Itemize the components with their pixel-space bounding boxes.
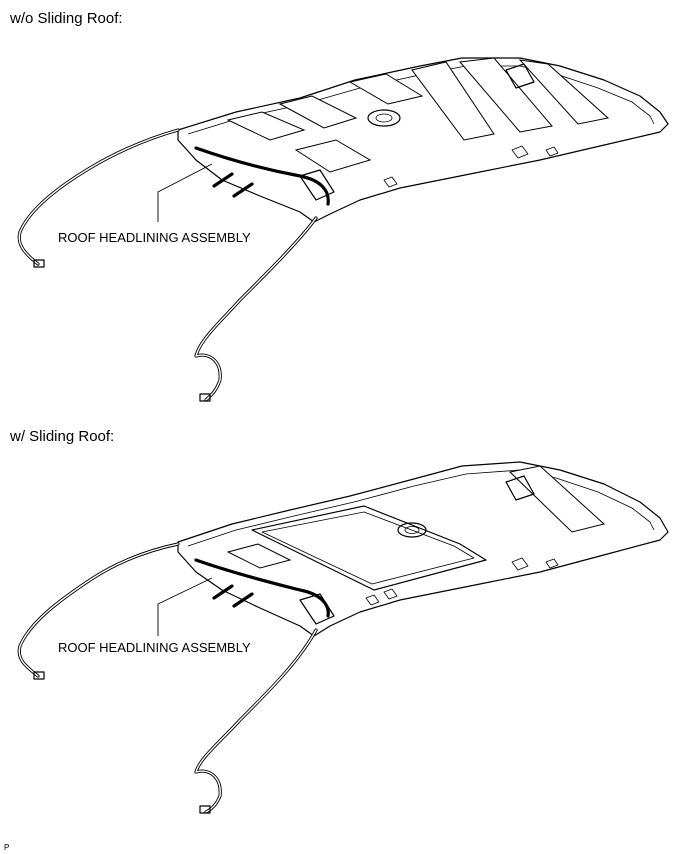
callout-leader bbox=[157, 577, 213, 636]
dome-light-lens bbox=[375, 113, 393, 123]
padding-panel bbox=[226, 543, 292, 569]
dome-light bbox=[397, 522, 427, 538]
callout-roof-headlining-assembly: ROOF HEADLINING ASSEMBLY bbox=[58, 640, 251, 655]
sliding-roof-opening bbox=[251, 505, 487, 591]
headlining-clip bbox=[383, 588, 398, 600]
sliding-roof-opening-inner bbox=[261, 511, 475, 585]
dome-light-lens bbox=[404, 526, 420, 534]
padding-panel bbox=[508, 465, 606, 533]
front-bracket bbox=[299, 593, 335, 625]
headlining-clip bbox=[511, 145, 529, 159]
padding-panel bbox=[459, 57, 553, 133]
headlining-clip bbox=[545, 558, 559, 569]
callout-roof-headlining-assembly: ROOF HEADLINING ASSEMBLY bbox=[58, 230, 251, 245]
connector bbox=[33, 259, 45, 268]
wire-harness bbox=[17, 542, 330, 814]
headlining-clip bbox=[365, 594, 380, 606]
headlining-clip bbox=[545, 146, 559, 157]
connector bbox=[33, 671, 45, 680]
padding-panel bbox=[294, 139, 372, 173]
rear-bracket bbox=[505, 63, 535, 89]
padding-panel bbox=[348, 73, 424, 105]
headlining-outline bbox=[177, 461, 669, 637]
connector bbox=[199, 805, 211, 814]
wire-harness bbox=[17, 128, 330, 402]
roof-headlining-without-sliding-roof-illustration bbox=[17, 57, 669, 402]
front-bracket bbox=[299, 169, 335, 201]
padding-panel bbox=[518, 59, 610, 125]
padding-panel bbox=[226, 111, 306, 141]
connector bbox=[199, 393, 211, 402]
dome-light bbox=[367, 109, 401, 127]
callout-leader bbox=[157, 163, 213, 222]
headlining-clip bbox=[511, 557, 529, 571]
figure-code: P bbox=[4, 843, 10, 852]
padding-panel bbox=[411, 61, 495, 141]
section-title-without-sliding-roof: w/o Sliding Roof: bbox=[10, 10, 123, 27]
headlining-clip bbox=[383, 176, 398, 188]
rear-bracket bbox=[505, 475, 535, 501]
headlining-inner-edge bbox=[187, 469, 655, 547]
headlining-outline bbox=[177, 57, 669, 223]
padding-panel bbox=[278, 95, 358, 129]
section-title-with-sliding-roof: w/ Sliding Roof: bbox=[10, 428, 115, 445]
